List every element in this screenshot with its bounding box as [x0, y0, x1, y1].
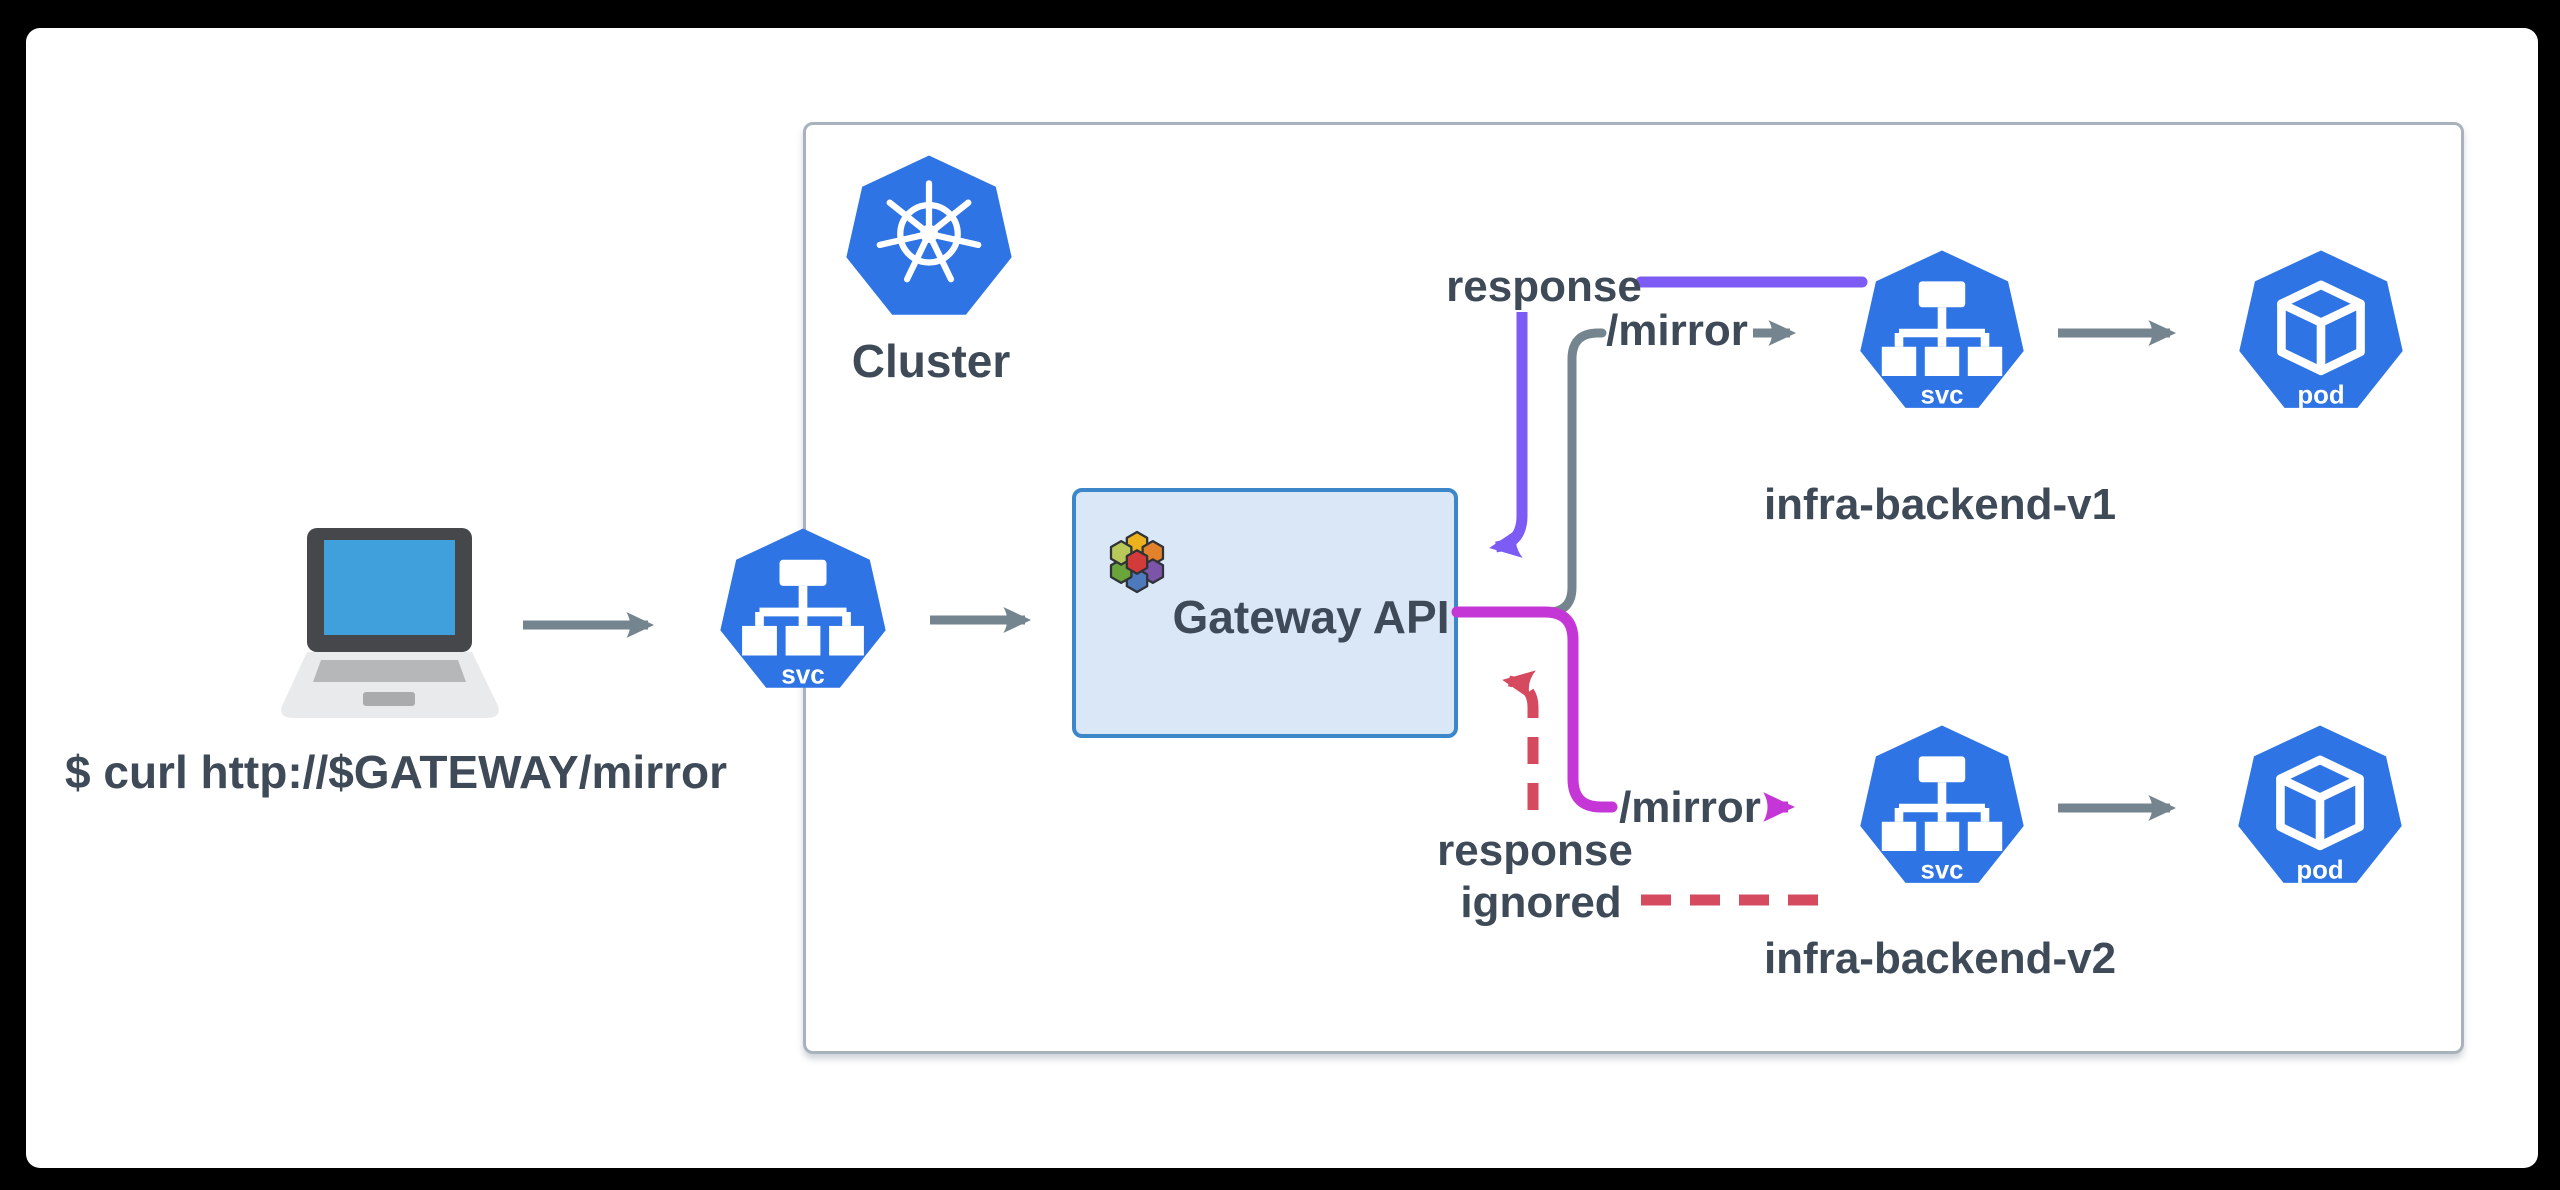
pod-v1-label: pod — [2297, 382, 2344, 410]
service-v1-icon: svc — [1860, 250, 2024, 410]
infra-backend-v2-label: infra-backend-v2 — [1763, 934, 2117, 983]
response-v1-label: response — [1446, 262, 1642, 311]
infra-backend-v1-label: infra-backend-v1 — [1763, 480, 2117, 529]
gateway-api-box — [1072, 488, 1458, 738]
pod-v2-label: pod — [2296, 857, 2343, 885]
laptop-icon — [281, 528, 499, 718]
service-entry-icon: svc — [720, 528, 886, 689]
gateway-api-label: Gateway API — [1172, 591, 1450, 643]
service-v2-label: svc — [1920, 857, 1963, 885]
kubernetes-logo-icon — [846, 155, 1012, 315]
service-v2-icon: svc — [1860, 725, 2024, 885]
response-ignored-label-line1: response — [1437, 826, 1633, 875]
curl-command-text: $ curl http://$GATEWAY/mirror — [65, 746, 727, 798]
response-ignored-label-line2: ignored — [1460, 878, 1622, 927]
mirror-path-v2-label: /mirror — [1619, 783, 1761, 832]
service-entry-label: svc — [781, 659, 825, 689]
mirror-path-v1-label: /mirror — [1606, 306, 1748, 355]
pod-v1-icon: pod — [2239, 250, 2403, 410]
gateway-api-logo-icon — [1109, 530, 1165, 594]
service-v1-label: svc — [1920, 382, 1963, 410]
pod-v2-icon: pod — [2238, 725, 2402, 885]
cluster-label: Cluster — [851, 335, 1011, 387]
